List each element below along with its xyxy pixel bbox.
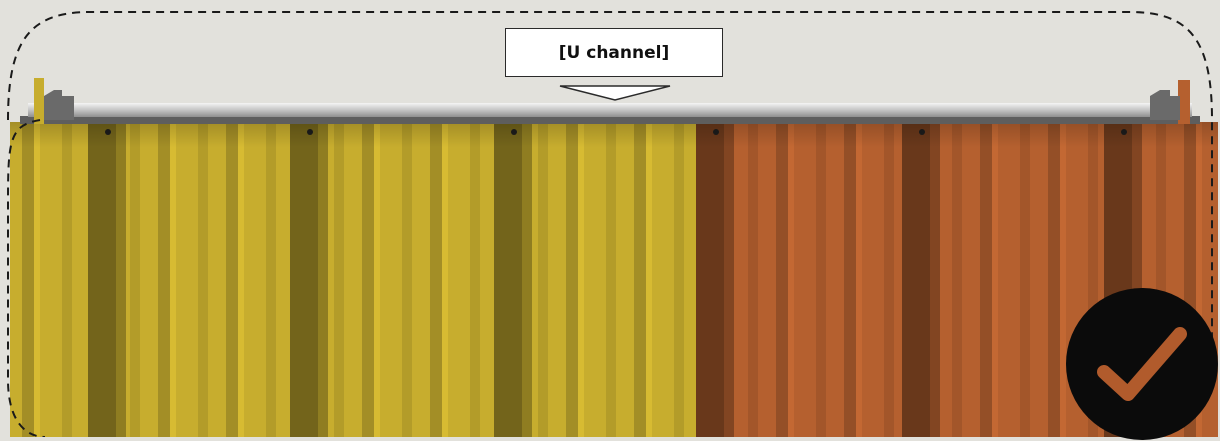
callout-pointer bbox=[559, 85, 671, 101]
panel-shadow bbox=[10, 122, 696, 437]
bracket-left bbox=[44, 90, 74, 120]
bracket-right bbox=[1150, 90, 1180, 120]
u-channel-callout: [U channel] bbox=[505, 28, 723, 77]
rail-base bbox=[20, 116, 1200, 124]
check-mark bbox=[1097, 327, 1187, 401]
rail-bar bbox=[28, 103, 1192, 117]
yellow-panel bbox=[10, 122, 696, 437]
panels bbox=[10, 122, 1218, 437]
badge-circle bbox=[1066, 288, 1218, 440]
callout-label: [U channel] bbox=[558, 42, 670, 63]
u-channel-rail bbox=[20, 78, 1200, 124]
dashed-border bbox=[7, 11, 1213, 360]
bracket-right-tab bbox=[1178, 80, 1190, 124]
bracket-left-tab bbox=[34, 78, 44, 124]
checkmark-icon bbox=[1066, 288, 1218, 440]
